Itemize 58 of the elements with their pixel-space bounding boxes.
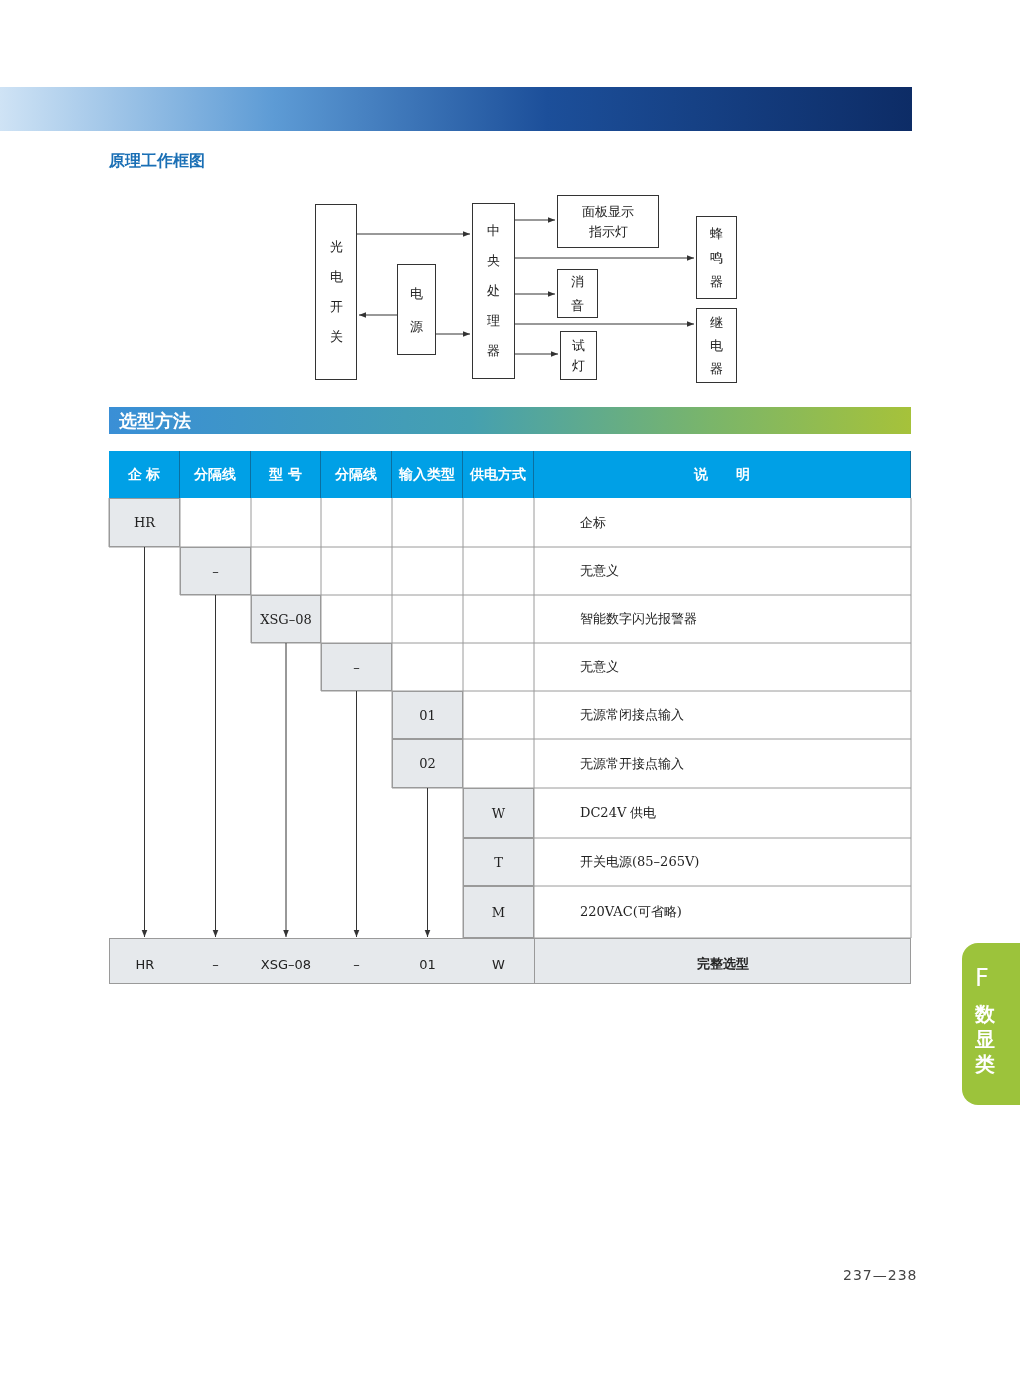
page-number: 237—238 <box>843 1267 918 1283</box>
code-cell: HR <box>109 498 180 547</box>
code-cell: W <box>463 788 534 838</box>
code-cell: 02 <box>392 739 463 788</box>
header-cell: 输入类型 <box>392 451 463 498</box>
code-cell: 01 <box>392 691 463 739</box>
description-text: 智能数字闪光报警器 <box>580 610 697 628</box>
result-cell: – <box>321 938 392 984</box>
block-box: 电源 <box>397 264 436 355</box>
header-cell: 供电方式 <box>463 451 534 498</box>
description-text: 无意义 <box>580 562 619 580</box>
arrow <box>283 642 289 938</box>
header-cell: 说 明 <box>534 451 911 498</box>
arrow <box>514 351 559 357</box>
description-text: 企标 <box>580 513 606 532</box>
block-box: 消音 <box>557 269 598 318</box>
arrow <box>514 291 556 297</box>
arrow <box>358 312 398 318</box>
code-cell: – <box>321 643 392 691</box>
result-cell: W <box>463 938 534 984</box>
description-text: 无源常开接点输入 <box>580 754 684 773</box>
description-text: 220VAC(可省略) <box>580 903 682 921</box>
code-cell: T <box>463 838 534 886</box>
block-box: 面板显示指示灯 <box>557 195 659 248</box>
diagram-title: 原理工作框图 <box>109 151 205 172</box>
arrow <box>353 690 360 938</box>
code-cell: M <box>463 886 534 938</box>
tab-letter: F <box>975 964 989 992</box>
result-cell: 01 <box>392 938 463 984</box>
block-box: 继电器 <box>696 308 737 383</box>
result-cell: HR <box>109 938 180 984</box>
arrow <box>424 787 431 938</box>
block-box: 试灯 <box>560 331 597 380</box>
arrow <box>356 231 471 237</box>
arrow <box>514 217 556 223</box>
block-box: 光电开关 <box>315 204 357 380</box>
header-cell: 企 标 <box>109 451 180 498</box>
description-text: 无源常闭接点输入 <box>580 706 684 724</box>
description-text: 无意义 <box>580 658 619 676</box>
arrow <box>514 255 695 261</box>
header-cell: 分隔线 <box>180 451 251 498</box>
arrow <box>212 594 219 938</box>
result-cell: 完整选型 <box>534 938 911 984</box>
block-box: 中央处理器 <box>472 203 515 379</box>
description-text: DC24V 供电 <box>580 804 657 822</box>
tab-text: 数显类 <box>975 1002 996 1077</box>
arrow <box>435 331 471 337</box>
arrow <box>141 546 148 938</box>
header-cell: 型 号 <box>251 451 321 498</box>
section-banner: 选型方法 <box>109 407 911 434</box>
header-cell: 分隔线 <box>321 451 392 498</box>
code-cell: – <box>180 547 251 595</box>
arrow <box>514 321 695 327</box>
result-cell: – <box>180 938 251 984</box>
result-cell: XSG–08 <box>251 938 321 984</box>
block-box: 蜂鸣器 <box>696 216 737 299</box>
description-text: 开关电源(85–265V) <box>580 853 700 871</box>
code-cell: XSG–08 <box>251 595 321 643</box>
